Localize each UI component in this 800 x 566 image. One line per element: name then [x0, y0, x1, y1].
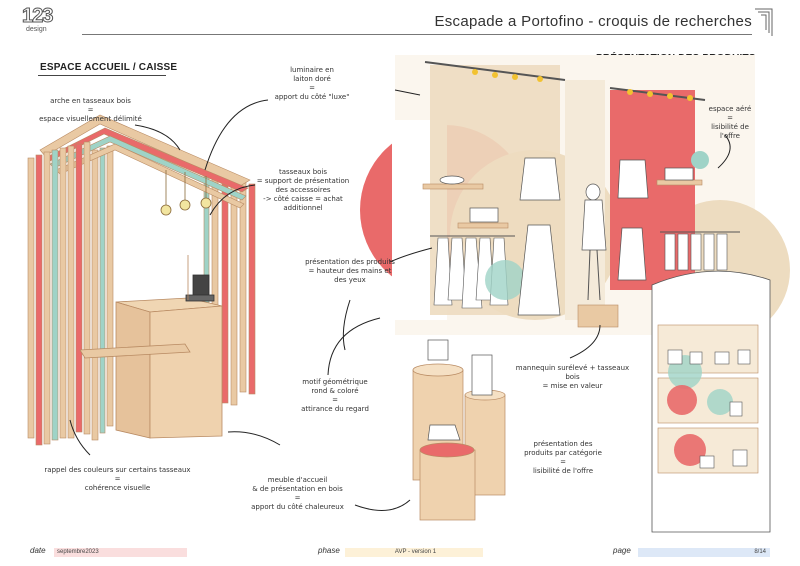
annotation-luminaire: luminaire en laiton doré = apport du côt…	[274, 66, 350, 101]
footer-date-value: septembre2023	[54, 548, 187, 557]
header-rule	[82, 34, 752, 35]
logo-number: 123	[22, 5, 54, 27]
logo-word: design	[26, 26, 47, 33]
footer-page-label: page	[613, 546, 631, 555]
annotation-motif: motif géométrique rond & coloré = attira…	[301, 378, 369, 413]
annotation-categorie: présentation des produits par catégorie …	[524, 440, 602, 475]
annotation-rappel: rappel des couleurs sur certains tasseau…	[44, 466, 191, 492]
annotation-tasseaux: tasseaux bois = support de présentation …	[256, 168, 350, 212]
section-title-accueil: ESPACE ACCUEIL / CAISSE	[40, 62, 178, 73]
footer-phase-value: AVP - version 1	[345, 548, 483, 557]
logo: 123 design	[22, 6, 62, 38]
annotation-mannequin: mannequin surélevé + tasseaux bois = mis…	[515, 364, 630, 390]
page-title: Escapade a Portofino - croquis de recher…	[434, 13, 752, 30]
annotation-meuble: meuble d'accueil & de présentation en bo…	[251, 476, 344, 511]
section-underline-left	[38, 75, 166, 76]
footer-page-value: 8/14	[638, 548, 770, 557]
annotation-presentation: présentation des produits = hauteur des …	[305, 258, 395, 284]
footer-phase-label: phase	[318, 546, 340, 555]
footer-date-label: date	[30, 546, 46, 555]
annotation-espace-aere: espace aéré = lisibilité de l'offre	[708, 105, 752, 140]
annotation-arche: arche en tasseaux bois = espace visuelle…	[39, 97, 142, 123]
